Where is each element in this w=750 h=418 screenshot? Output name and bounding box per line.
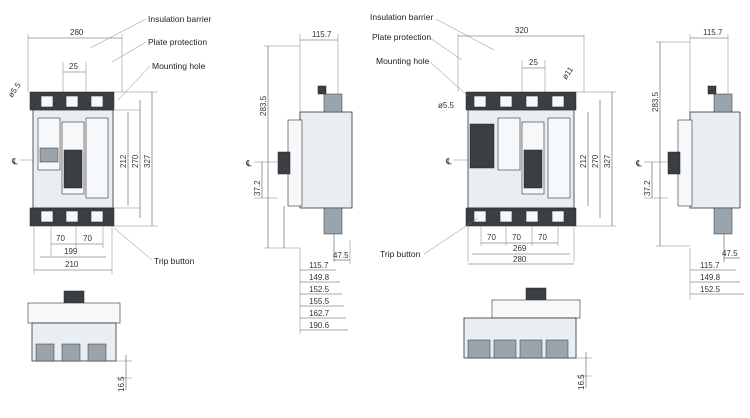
dim-pitch-b: 70 [83,234,92,243]
dim-r-side-115-7: 115.7 [700,261,720,270]
dim-top-width: 280 [70,28,84,37]
callout-mounting-hole: Mounting hole [152,61,206,71]
dim-r-269: 269 [513,244,527,253]
r-callout-mounting-hole: Mounting hole [376,56,430,66]
dim-side-152-5: 152.5 [309,285,330,294]
r-callout-plate-protection: Plate protection [372,32,431,42]
dim-right-bottom-16-5: 16.5 [577,374,586,390]
dim-r-hole-dia2: ø11 [560,65,575,81]
dim-r-pitch-b: 70 [512,233,521,242]
callout-plate-protection: Plate protection [148,37,207,47]
dim-r-pitch-c: 70 [538,233,547,242]
dim-r-side-283-5: 283.5 [651,91,660,112]
r-callout-trip-button: Trip button [380,249,421,259]
dim-r-side-149-8: 149.8 [700,273,721,282]
dim-side-283-5: 283.5 [259,95,268,116]
dim-side-37-2: 37.2 [253,180,262,196]
dim-r-hole-dia: ø5.5 [438,101,455,110]
dim-side-115-7: 115.7 [309,261,329,270]
left-bottom-view: 16.5 [27,290,132,392]
dim-r-side-152-5: 152.5 [700,285,721,294]
dim-hole-dia: ø5.5 [6,80,23,99]
right-bottom-view: 16.5 [463,287,592,390]
dim-r-top-width: 320 [515,26,529,35]
dim-side-149-8: 149.8 [309,273,330,282]
dim-327: 327 [143,154,152,168]
dim-r-270: 270 [591,154,600,168]
callout-insulation-barrier: Insulation barrier [148,14,211,24]
dim-r-side-47-5: 47.5 [722,249,738,258]
r-side-centerline-symbol: ℄ [635,158,642,168]
dim-side-190-6: 190.6 [309,321,330,330]
right-front-view: 320 25 ø11 212 270 327 ℄ ø5.5 [370,12,616,265]
dim-side-47-5: 47.5 [333,251,349,260]
dim-r-pitch-a: 70 [487,233,496,242]
r-callout-insulation-barrier: Insulation barrier [370,12,433,22]
dim-r-side-depth-top: 115.7 [703,28,723,37]
left-front-view: 280 25 212 270 327 ℄ [6,14,211,274]
side-centerline-symbol: ℄ [245,158,252,168]
dim-side-155-5: 155.5 [309,297,330,306]
dim-r-pole-pitch: 25 [529,58,538,67]
left-side-view: 115.7 283.5 ℄ 37.2 47.5 115.7 149.8 152.… [245,30,353,334]
dim-r-side-37-2: 37.2 [643,180,652,196]
dim-r-280: 280 [513,255,527,264]
dim-210: 210 [65,260,79,269]
dim-270: 270 [131,154,140,168]
right-side-view: 115.7 283.5 ℄ 37.2 47.5 115.7 149.8 152.… [635,28,744,300]
callout-trip-button: Trip button [154,256,195,266]
dim-pitch-a: 70 [56,234,65,243]
dim-r-212: 212 [579,154,588,168]
dim-side-162-7: 162.7 [309,309,330,318]
dim-pole-pitch: 25 [69,62,78,71]
dim-side-depth-top: 115.7 [312,30,332,39]
dim-212: 212 [119,154,128,168]
dim-left-bottom-16-5: 16.5 [117,376,126,392]
dim-r-327: 327 [603,154,612,168]
r-centerline-symbol: ℄ [445,156,452,166]
dim-199: 199 [64,247,78,256]
centerline-symbol: ℄ [11,156,18,166]
